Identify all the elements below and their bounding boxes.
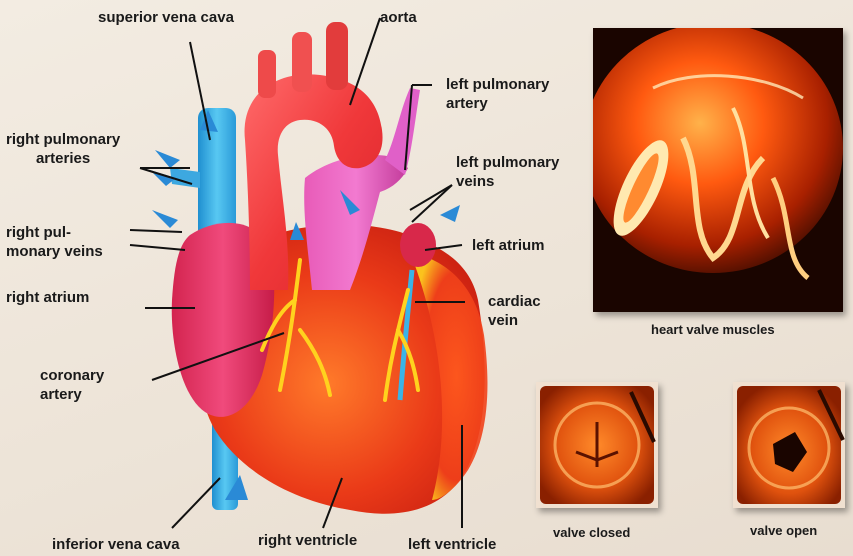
label-inferior-vena-cava: inferior vena cava bbox=[52, 535, 180, 554]
label-line: arteries bbox=[6, 149, 120, 168]
label-left-atrium: left atrium bbox=[472, 236, 545, 255]
left-pulmonary-artery-vessel bbox=[385, 88, 420, 175]
label-line: right pul- bbox=[6, 223, 103, 242]
label-right-pulmonary-arteries: right pulmonary arteries bbox=[6, 130, 120, 168]
left-atrium-chamber bbox=[400, 223, 436, 267]
valve-closed-image bbox=[536, 382, 658, 508]
aorta-branch bbox=[258, 50, 276, 98]
label-line: monary veins bbox=[6, 242, 103, 261]
label-line: left pulmonary bbox=[456, 153, 559, 172]
valve-open-image bbox=[733, 382, 845, 508]
label-line: veins bbox=[456, 172, 559, 191]
caption-valve-open: valve open bbox=[750, 523, 817, 538]
caption-valve-closed: valve closed bbox=[553, 525, 630, 540]
label-line: vein bbox=[488, 311, 541, 330]
heart-valve-muscles-photo bbox=[593, 28, 843, 312]
label-right-pulmonary-veins: right pul- monary veins bbox=[6, 223, 103, 261]
label-line: right pulmonary bbox=[6, 130, 120, 149]
label-line: left pulmonary bbox=[446, 75, 549, 94]
label-right-ventricle: right ventricle bbox=[258, 531, 357, 550]
label-left-ventricle: left ventricle bbox=[408, 535, 496, 554]
valve-muscle-image bbox=[593, 28, 843, 312]
label-line: artery bbox=[446, 94, 549, 113]
label-right-atrium: right atrium bbox=[6, 288, 89, 307]
label-line: coronary bbox=[40, 366, 104, 385]
label-cardiac-vein: cardiac vein bbox=[488, 292, 541, 330]
label-line: cardiac bbox=[488, 292, 541, 311]
label-aorta: aorta bbox=[380, 8, 417, 27]
caption-heart-valve-muscles: heart valve muscles bbox=[651, 322, 775, 337]
label-left-pulmonary-artery: left pulmonary artery bbox=[446, 75, 549, 113]
valve-closed-photo bbox=[536, 382, 658, 508]
label-superior-vena-cava: superior vena cava bbox=[98, 8, 234, 27]
label-left-pulmonary-veins: left pulmonary veins bbox=[456, 153, 559, 191]
label-coronary-artery: coronary artery bbox=[40, 366, 104, 404]
label-line: artery bbox=[40, 385, 104, 404]
aorta-branch bbox=[326, 22, 348, 90]
valve-open-photo bbox=[733, 382, 845, 508]
aorta-branch bbox=[292, 32, 312, 92]
